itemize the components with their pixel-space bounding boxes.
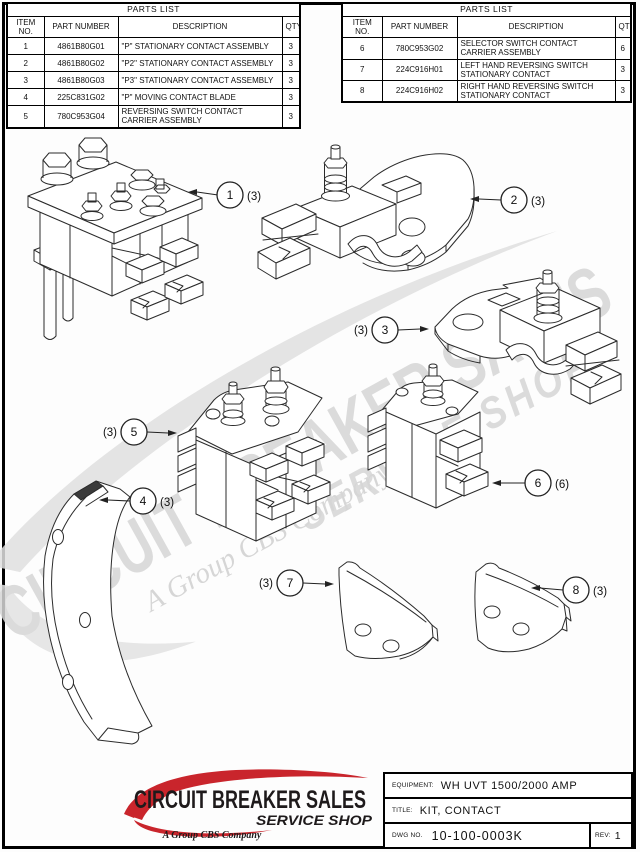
title-block-title-row: TITLE: KIT, CONTACT [385,799,631,824]
title-block-dwg-row: DWG NO. 10-100-0003K REV: 1 [385,824,631,847]
logo-swoosh-mid [130,783,200,820]
callout-6: 6 (6) [492,469,569,497]
col-header-qty: QTY [614,15,632,39]
equipment-label: EQUIPMENT: [392,782,434,789]
svg-text:(3): (3) [354,325,368,337]
part-4-moving-contact-blade [43,480,153,745]
part-6-selector-contact-carrier [367,363,489,509]
callout-2: 2 (3) [470,186,545,214]
svg-text:4: 4 [140,494,147,508]
title-block-equipment-row: EQUIPMENT: WH UVT 1500/2000 AMP [385,774,631,799]
title-label: TITLE: [392,807,413,814]
rev-value: 1 [614,829,622,842]
svg-text:(3): (3) [247,191,261,203]
logo-line2: SERVICE SHOP [256,812,373,828]
dwg-number: 10-100-0003K [431,828,523,843]
svg-text:8: 8 [573,583,580,597]
svg-text:(6): (6) [555,479,569,491]
title-block: EQUIPMENT: WH UVT 1500/2000 AMP TITLE: K… [383,772,633,849]
callout-7: 7 (3) [259,569,334,597]
parts-list-table-left: PARTS LIST ITEM NO. PART NUMBER DESCRIPT… [6,2,301,129]
part-2-stationary-contact-assembly [257,144,475,280]
logo-swoosh-top [124,769,368,818]
rev-label: REV: [595,832,611,839]
col-header-desc: DESCRIPTION [456,15,616,39]
col-header-part: PART NUMBER [43,15,119,39]
parts-list-title: PARTS LIST [6,2,301,17]
col-header-desc: DESCRIPTION [117,15,283,39]
col-header-part: PART NUMBER [381,15,458,39]
svg-text:3: 3 [382,323,389,337]
svg-text:(3): (3) [160,497,174,509]
equipment-value: WH UVT 1500/2000 AMP [440,779,578,792]
callout-3: 3 (3) [354,316,429,344]
svg-text:(3): (3) [259,578,273,590]
exploded-parts-drawing: CIRCUIT BREAKER SALES SERVICE SHOP A Gro… [0,137,625,745]
svg-text:7: 7 [287,576,294,590]
dwg-cell: DWG NO. 10-100-0003K [385,824,582,847]
svg-text:6: 6 [535,476,542,490]
col-header-qty: QTY [281,15,301,39]
callout-8: 8 (3) [531,576,607,604]
parts-list-table-right: PARTS LIST ITEM NO. PART NUMBER DESCRIPT… [341,2,632,104]
svg-text:(3): (3) [103,427,117,439]
svg-text:5: 5 [131,425,138,439]
svg-text:2: 2 [511,193,518,207]
title-value: KIT, CONTACT [419,804,502,817]
part-1-stationary-contact-assembly [27,137,204,340]
rev-cell: REV: 1 [589,824,631,847]
logo-swoosh-bottom [134,820,272,837]
col-header-item: ITEM NO. [6,15,45,39]
part-5-reversing-contact-carrier [177,366,331,542]
callout-4: 4 (3) [99,487,174,515]
col-header-item: ITEM NO. [341,15,383,39]
svg-text:(3): (3) [531,196,545,208]
svg-text:(3): (3) [593,586,607,598]
part-8-right-reversing-contact [474,562,572,653]
parts-list-title: PARTS LIST [341,2,632,17]
part-3-stationary-contact-assembly [434,269,622,405]
logo-line1: CIRCUIT BREAKER SALES [134,786,366,814]
callout-5: 5 (3) [103,418,177,446]
callout-1: 1 (3) [188,181,261,209]
dwg-label: DWG NO. [392,832,423,839]
callouts: 1 (3) 2 (3) 3 (3) 4 (3) 5 (3) [99,181,607,604]
part-7-left-reversing-contact [338,561,439,660]
company-logo: CIRCUIT BREAKER SALES SERVICE SHOP A Gro… [124,769,373,841]
logo-line3: A Group CBS Company [162,830,262,841]
svg-text:1: 1 [227,188,234,202]
